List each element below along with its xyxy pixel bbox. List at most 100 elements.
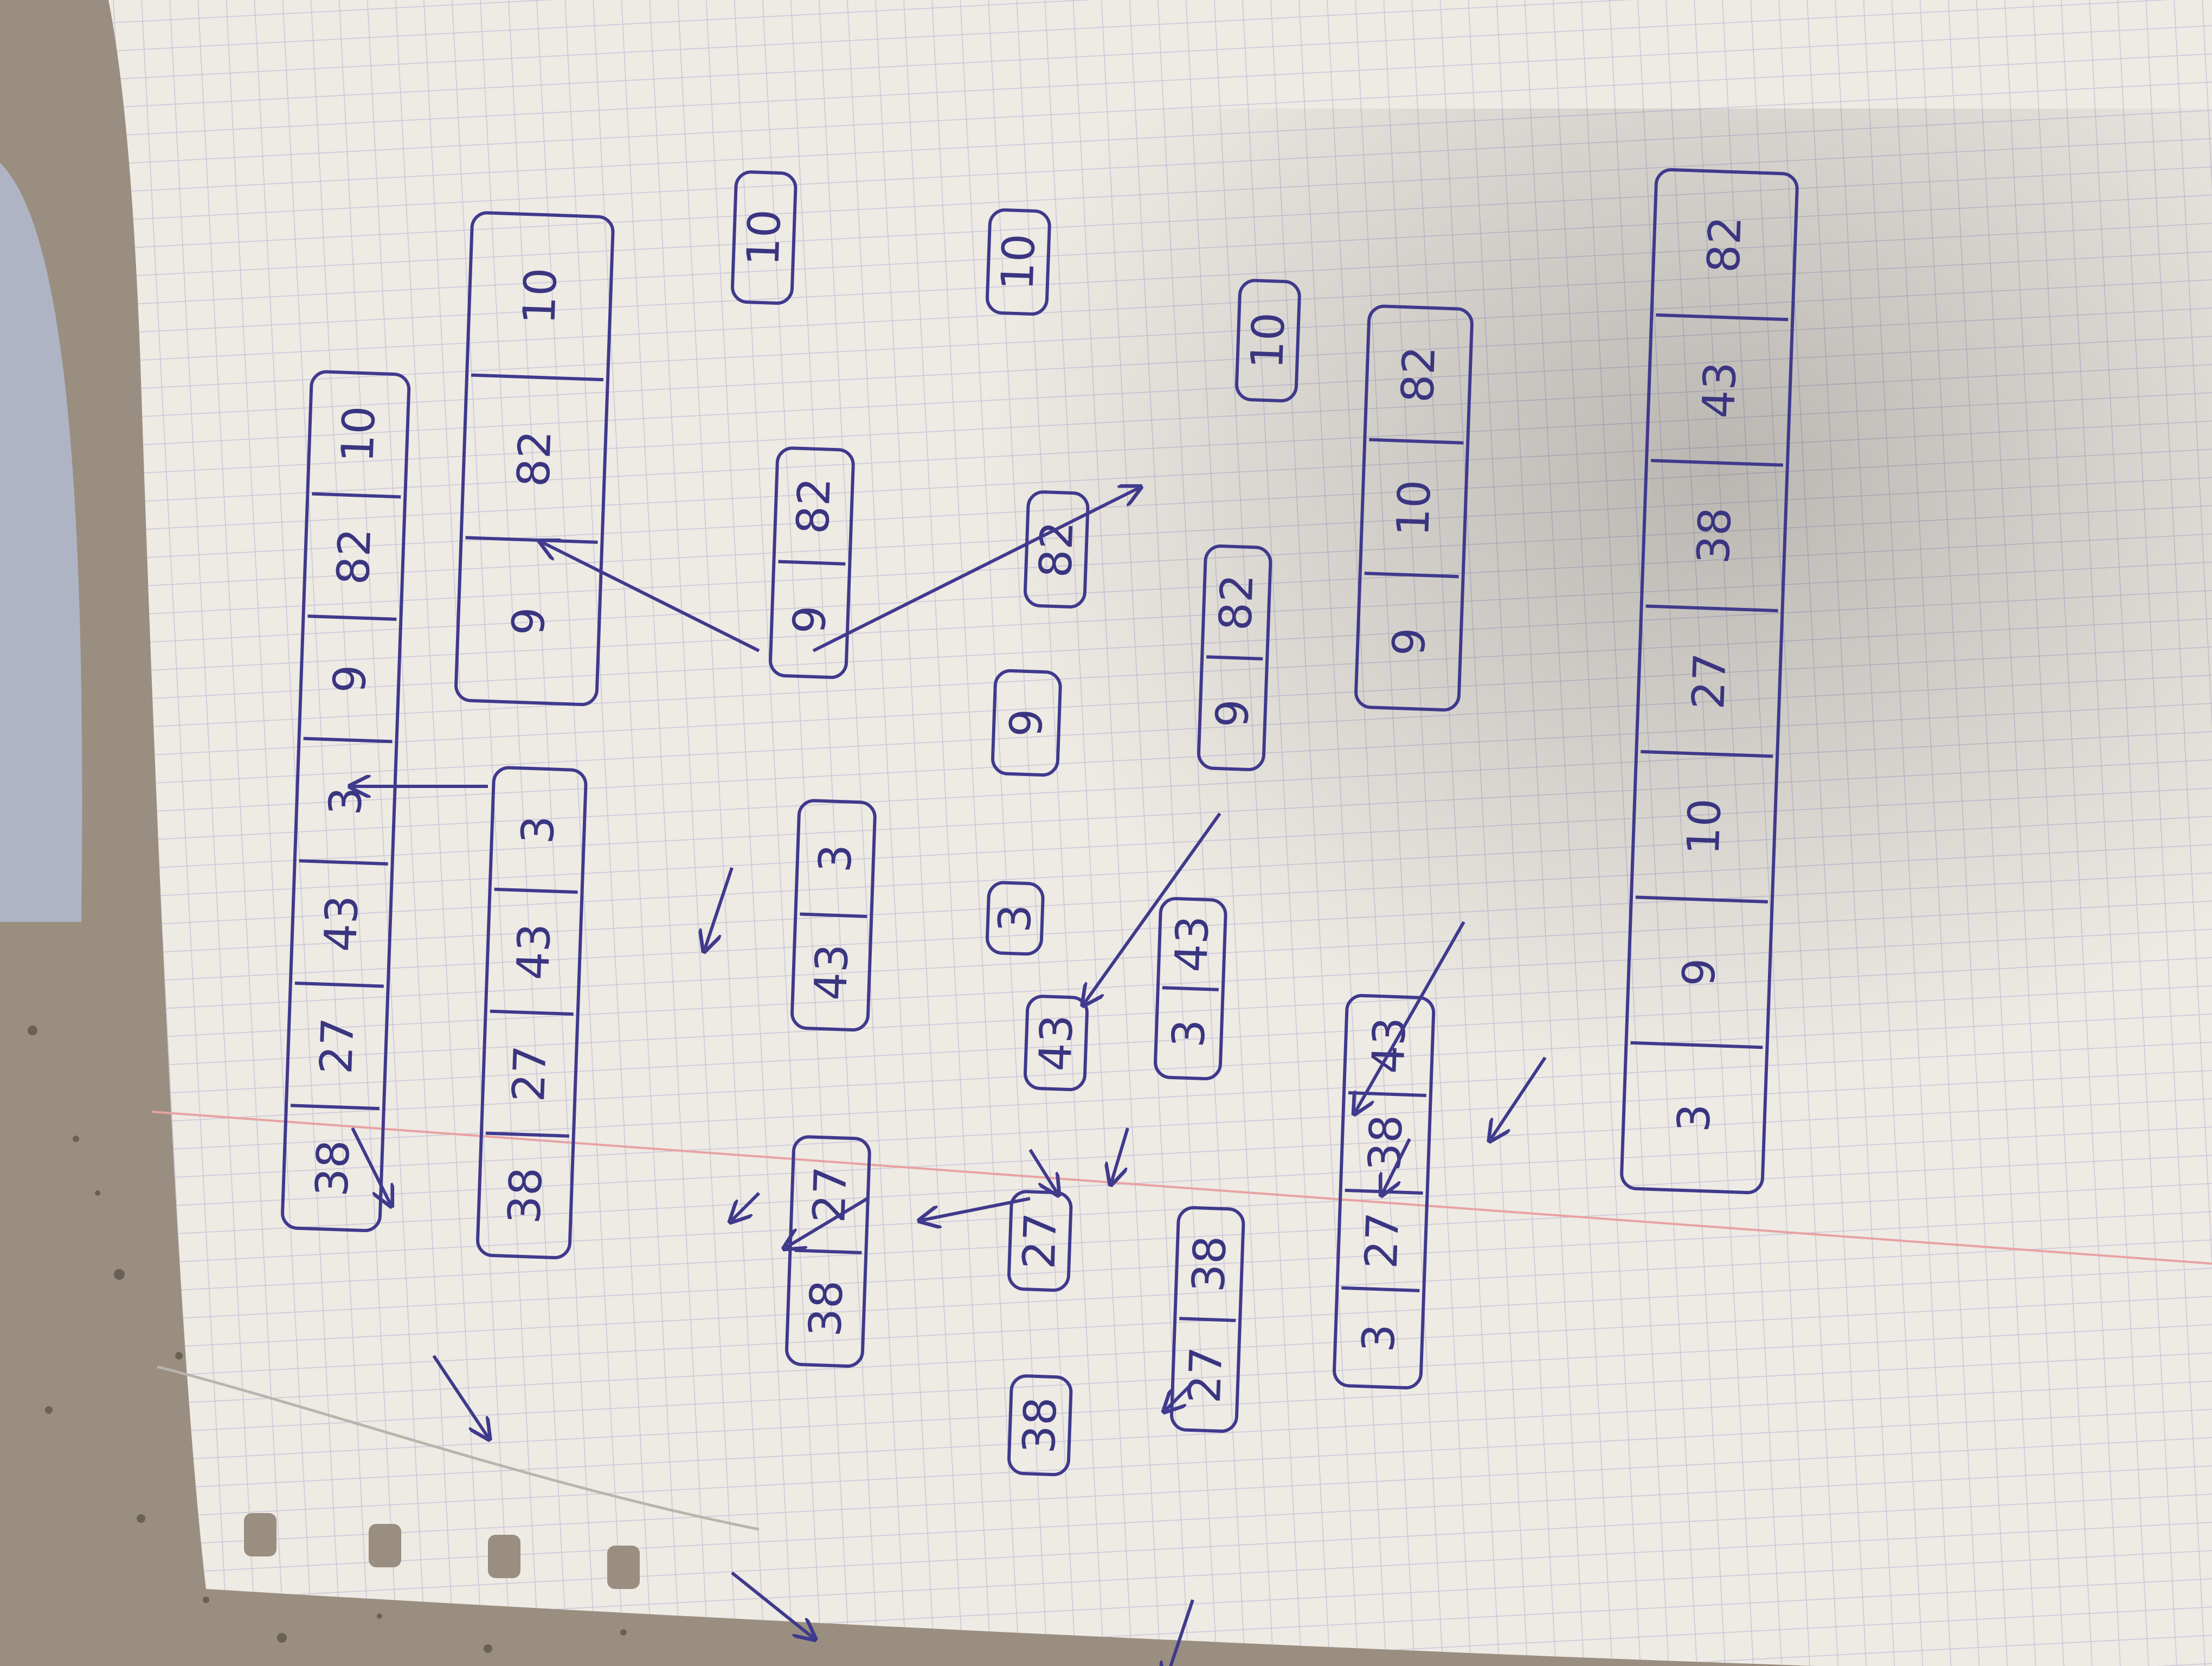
cell-value: 10 xyxy=(1387,479,1441,537)
flow-arrow xyxy=(351,1127,390,1204)
cell-value: 9 xyxy=(503,606,555,636)
cell-value: 3 xyxy=(1668,1103,1721,1133)
array-box-outline xyxy=(1620,168,1799,1195)
hand-shadow xyxy=(976,108,2212,1139)
array-box-outline xyxy=(1024,995,1089,1092)
flow-arrow xyxy=(1111,1127,1129,1182)
cell-value: 3 xyxy=(989,904,1041,933)
cell-value: 9 xyxy=(1383,627,1436,657)
cell-divider xyxy=(303,736,393,744)
cell-value: 27 xyxy=(311,1017,364,1075)
cell-value: 82 xyxy=(1392,345,1446,404)
cell-divider xyxy=(494,887,578,894)
cell-value: 27 xyxy=(1013,1212,1067,1270)
cell-divider xyxy=(778,560,846,566)
array-box-merge-27-38: 27 38 xyxy=(1170,1206,1245,1433)
cell-divider xyxy=(1179,1317,1236,1322)
array-box-outline xyxy=(1354,304,1474,712)
cell-divider xyxy=(307,614,397,621)
cell-value: 3 xyxy=(1353,1323,1405,1353)
cell-value: 43 xyxy=(315,894,369,953)
cell-divider xyxy=(1641,749,1773,758)
flow-arrow xyxy=(731,1571,813,1638)
cell-divider xyxy=(1341,1286,1420,1292)
countertop-speckles xyxy=(28,1026,627,1653)
cell-value: 9 xyxy=(1207,699,1259,728)
cell-value: 43 xyxy=(1166,915,1219,973)
cell-divider xyxy=(1656,313,1789,322)
array-box-outline xyxy=(1235,279,1301,403)
flow-arrow xyxy=(786,1197,869,1247)
cell-value: 10 xyxy=(1242,311,1295,370)
cell-value: 3 xyxy=(512,815,565,844)
array-box-merge-3-43: 343 xyxy=(1154,896,1227,1081)
flow-arrow xyxy=(812,488,1139,652)
cell-value: 10 xyxy=(1678,798,1732,856)
cell-value: 10 xyxy=(513,267,567,325)
array-box-outline xyxy=(1333,994,1436,1390)
cell-divider xyxy=(465,536,598,544)
array-box-l-left: 38 27 xyxy=(785,1135,871,1368)
flow-arrow xyxy=(1166,1381,1194,1410)
cell-value: 9 xyxy=(324,664,377,694)
cell-value: 38 xyxy=(1688,507,1741,565)
array-box-l-right: 433 xyxy=(790,799,877,1032)
array-box-merge-left: 3 27 38 43 xyxy=(1333,994,1436,1390)
array-box-merge-9-82: 9 82 xyxy=(1197,544,1272,772)
cell-value: 27 xyxy=(1683,652,1737,710)
array-box-merge-10: 10 xyxy=(1235,279,1301,403)
flow-arrow xyxy=(1382,1138,1411,1193)
cell-value: 9 xyxy=(1000,708,1053,738)
flow-arrow xyxy=(1028,1149,1057,1193)
cell-value: 43 xyxy=(1362,1016,1416,1075)
cell-divider xyxy=(490,1009,574,1016)
fabric xyxy=(0,163,82,922)
array-box-outline xyxy=(1197,544,1272,772)
cell-value: 82 xyxy=(1210,573,1264,632)
cell-value: 38 xyxy=(1359,1114,1413,1172)
merge-sort-diagram: 3827433982103827433982103827433982103827… xyxy=(281,168,1799,1666)
array-box-outline xyxy=(1007,1374,1073,1477)
cell-value: 82 xyxy=(328,527,382,586)
cell-value: 3 xyxy=(809,843,862,873)
array-box-outline xyxy=(769,446,855,680)
cell-divider xyxy=(1369,438,1464,445)
cell-value: 10 xyxy=(992,233,1046,291)
array-box-outline xyxy=(476,766,588,1260)
array-box-r-left: 982 xyxy=(769,446,855,680)
cell-value: 10 xyxy=(737,208,791,267)
cell-value: 43 xyxy=(1693,361,1747,419)
cell-divider xyxy=(1364,572,1459,579)
flow-arrow xyxy=(1491,1056,1547,1139)
cell-divider xyxy=(800,912,867,918)
cell-value: 27 xyxy=(803,1165,857,1224)
flow-arrow xyxy=(432,1355,488,1437)
cell-value: 38 xyxy=(1013,1396,1067,1454)
cell-divider xyxy=(1630,1041,1763,1049)
cell-divider xyxy=(1162,986,1219,991)
array-box-r-right: 10 xyxy=(731,170,798,305)
ring-holes xyxy=(244,1513,640,1589)
array-box-single-43: 43 xyxy=(1024,995,1089,1092)
array-box-single-9: 9 xyxy=(991,669,1062,777)
cell-value: 38 xyxy=(306,1139,360,1197)
cell-value: 38 xyxy=(1183,1235,1237,1293)
cell-divider xyxy=(299,859,388,866)
cell-value: 38 xyxy=(800,1279,853,1338)
cell-value: 27 xyxy=(1179,1346,1233,1405)
array-box-outline xyxy=(454,211,615,707)
cell-value: 27 xyxy=(1356,1212,1410,1270)
cell-value: 43 xyxy=(1030,1014,1083,1072)
array-box-outline xyxy=(986,208,1051,316)
cell-value: 27 xyxy=(503,1045,557,1103)
array-box-single-10: 10 xyxy=(986,208,1051,316)
array-box-outline xyxy=(790,799,877,1032)
cell-divider xyxy=(1650,459,1783,467)
cell-value: 9 xyxy=(1673,957,1726,987)
array-box-single-38: 38 xyxy=(1007,1374,1073,1477)
